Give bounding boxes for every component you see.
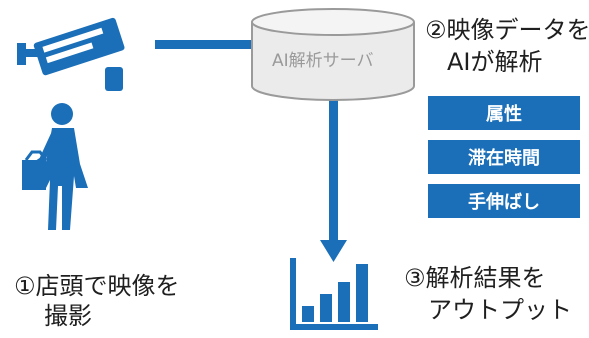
step1-label-line1: ①店頭で映像を xyxy=(14,272,180,300)
step1-label-line2: 撮影 xyxy=(44,302,92,330)
server-to-output-line xyxy=(329,92,338,240)
down-arrow-head xyxy=(320,240,347,262)
step3-label-line1: ③解析結果を xyxy=(404,264,546,292)
step3-label-line2: アウトプット xyxy=(428,296,572,324)
camera-to-server-line xyxy=(155,40,255,49)
step2-label-line2: AIが解析 xyxy=(447,48,543,76)
step2-label-line1: ②映像データを xyxy=(425,16,589,44)
analysis-item-dwell-time: 滞在時間 xyxy=(428,140,580,174)
analysis-item-attributes: 属性 xyxy=(428,96,580,130)
bar-chart-icon xyxy=(290,258,378,330)
shopper-icon xyxy=(22,103,88,230)
server-label: AI解析サーバ xyxy=(272,51,374,71)
analysis-item-reaching: 手伸ばし xyxy=(428,184,580,218)
ai-analysis-server xyxy=(251,8,415,101)
security-camera-icon xyxy=(17,17,125,91)
